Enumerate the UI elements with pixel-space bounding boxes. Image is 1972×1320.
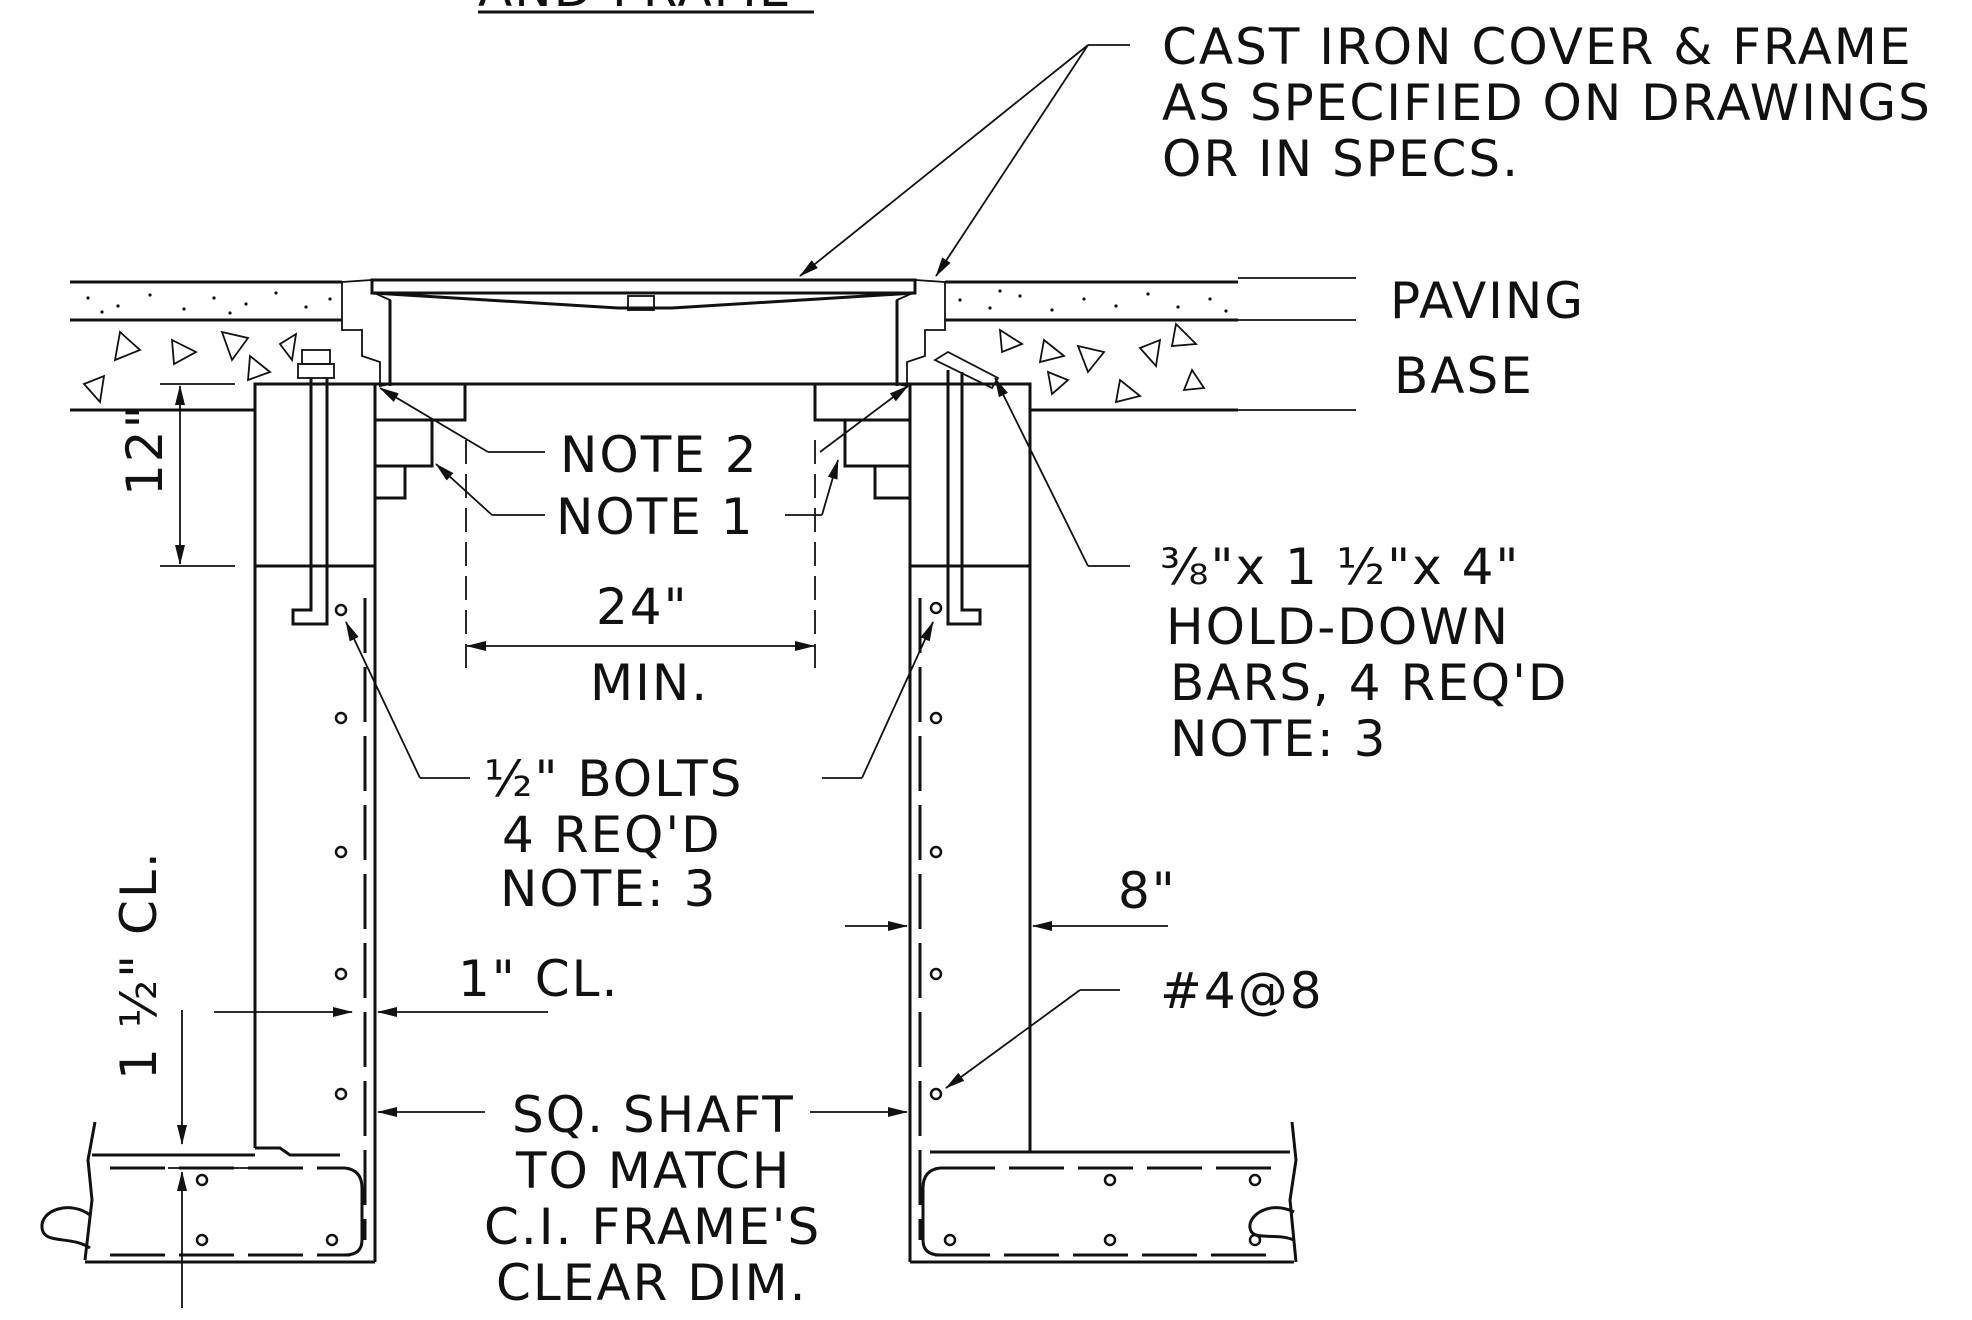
callout-notes: NOTE 2 NOTE 1 bbox=[379, 385, 909, 546]
holddown-label-line1: ⅜"x 1 ½"x 4" bbox=[1160, 538, 1520, 596]
note2-label: NOTE 2 bbox=[560, 426, 759, 484]
bolts-label-line3: NOTE: 3 bbox=[500, 860, 717, 918]
base-aggregate bbox=[82, 322, 1206, 405]
dimension-12in: 12" bbox=[116, 383, 235, 567]
dimension-1in-cl: 1" CL. bbox=[214, 950, 619, 1017]
dimension-24in: 24" MIN. bbox=[466, 578, 815, 712]
collar-left bbox=[253, 382, 377, 568]
dimension-1half-cl: 1 ½" CL. bbox=[110, 850, 262, 1308]
dim-24-label: 24" bbox=[596, 578, 689, 636]
cover-label-line1: CAST IRON COVER & FRAME bbox=[1162, 18, 1913, 76]
bolts-label-line1: ½" BOLTS bbox=[484, 750, 743, 808]
dim-12-label: 12" bbox=[116, 403, 174, 496]
shaft-label-line1: SQ. SHAFT bbox=[512, 1086, 795, 1144]
bolts-label-line2: 4 REQ'D bbox=[502, 806, 722, 864]
shaft-label-line2: TO MATCH bbox=[515, 1142, 791, 1200]
clear-opening-guides bbox=[465, 440, 816, 668]
hold-down-bar-right bbox=[933, 350, 1000, 626]
paving-stipple bbox=[86, 289, 1228, 315]
wall-rebar bbox=[363, 598, 922, 1240]
holddown-label-line4: NOTE: 3 bbox=[1170, 710, 1387, 768]
manhole-cover bbox=[370, 278, 917, 311]
base-slab-left bbox=[40, 1121, 375, 1264]
shaft-label-line3: C.I. FRAME'S bbox=[484, 1198, 821, 1256]
rebar-label: #4@8 bbox=[1160, 962, 1324, 1020]
dim-min-label: MIN. bbox=[590, 654, 709, 712]
dimension-square-shaft: SQ. SHAFT TO MATCH C.I. FRAME'S CLEAR DI… bbox=[377, 1086, 908, 1312]
shaft-label-line4: CLEAR DIM. bbox=[496, 1254, 807, 1312]
dimension-8in: 8" bbox=[845, 862, 1177, 931]
base-label: BASE bbox=[1394, 347, 1534, 405]
callout-cover: CAST IRON COVER & FRAME AS SPECIFIED ON … bbox=[799, 18, 1932, 277]
hold-down-bar-left bbox=[291, 349, 335, 626]
base-layer bbox=[70, 322, 1238, 412]
cl-1half-label: 1 ½" CL. bbox=[110, 850, 168, 1080]
cover-label-line2: AS SPECIFIED ON DRAWINGS bbox=[1162, 74, 1932, 132]
callout-rebar: #4@8 bbox=[945, 962, 1324, 1089]
holddown-label-line3: BARS, 4 REQ'D bbox=[1170, 654, 1568, 712]
callout-bolts: ½" BOLTS 4 REQ'D NOTE: 3 bbox=[345, 621, 934, 918]
title-text: AND FRAME bbox=[478, 0, 792, 18]
cover-label-line3: OR IN SPECS. bbox=[1162, 130, 1520, 188]
layer-leaders: PAVING BASE bbox=[1238, 272, 1585, 411]
paving-layer bbox=[70, 280, 1238, 322]
shaft-wall-right bbox=[908, 564, 1290, 1262]
holddown-label-line2: HOLD-DOWN bbox=[1166, 598, 1510, 656]
shaft-wall-left bbox=[253, 564, 377, 1262]
note1-label: NOTE 1 bbox=[556, 488, 755, 546]
wall-rebar-dots bbox=[334, 601, 943, 1101]
dim-8-label: 8" bbox=[1118, 862, 1177, 920]
title-fragment: AND FRAME bbox=[478, 0, 814, 18]
base-slab-right bbox=[910, 1121, 1298, 1264]
callout-hold-down: ⅜"x 1 ½"x 4" HOLD-DOWN BARS, 4 REQ'D NOT… bbox=[994, 377, 1568, 768]
cl-1in-label: 1" CL. bbox=[458, 950, 619, 1008]
paving-label: PAVING bbox=[1390, 272, 1585, 330]
